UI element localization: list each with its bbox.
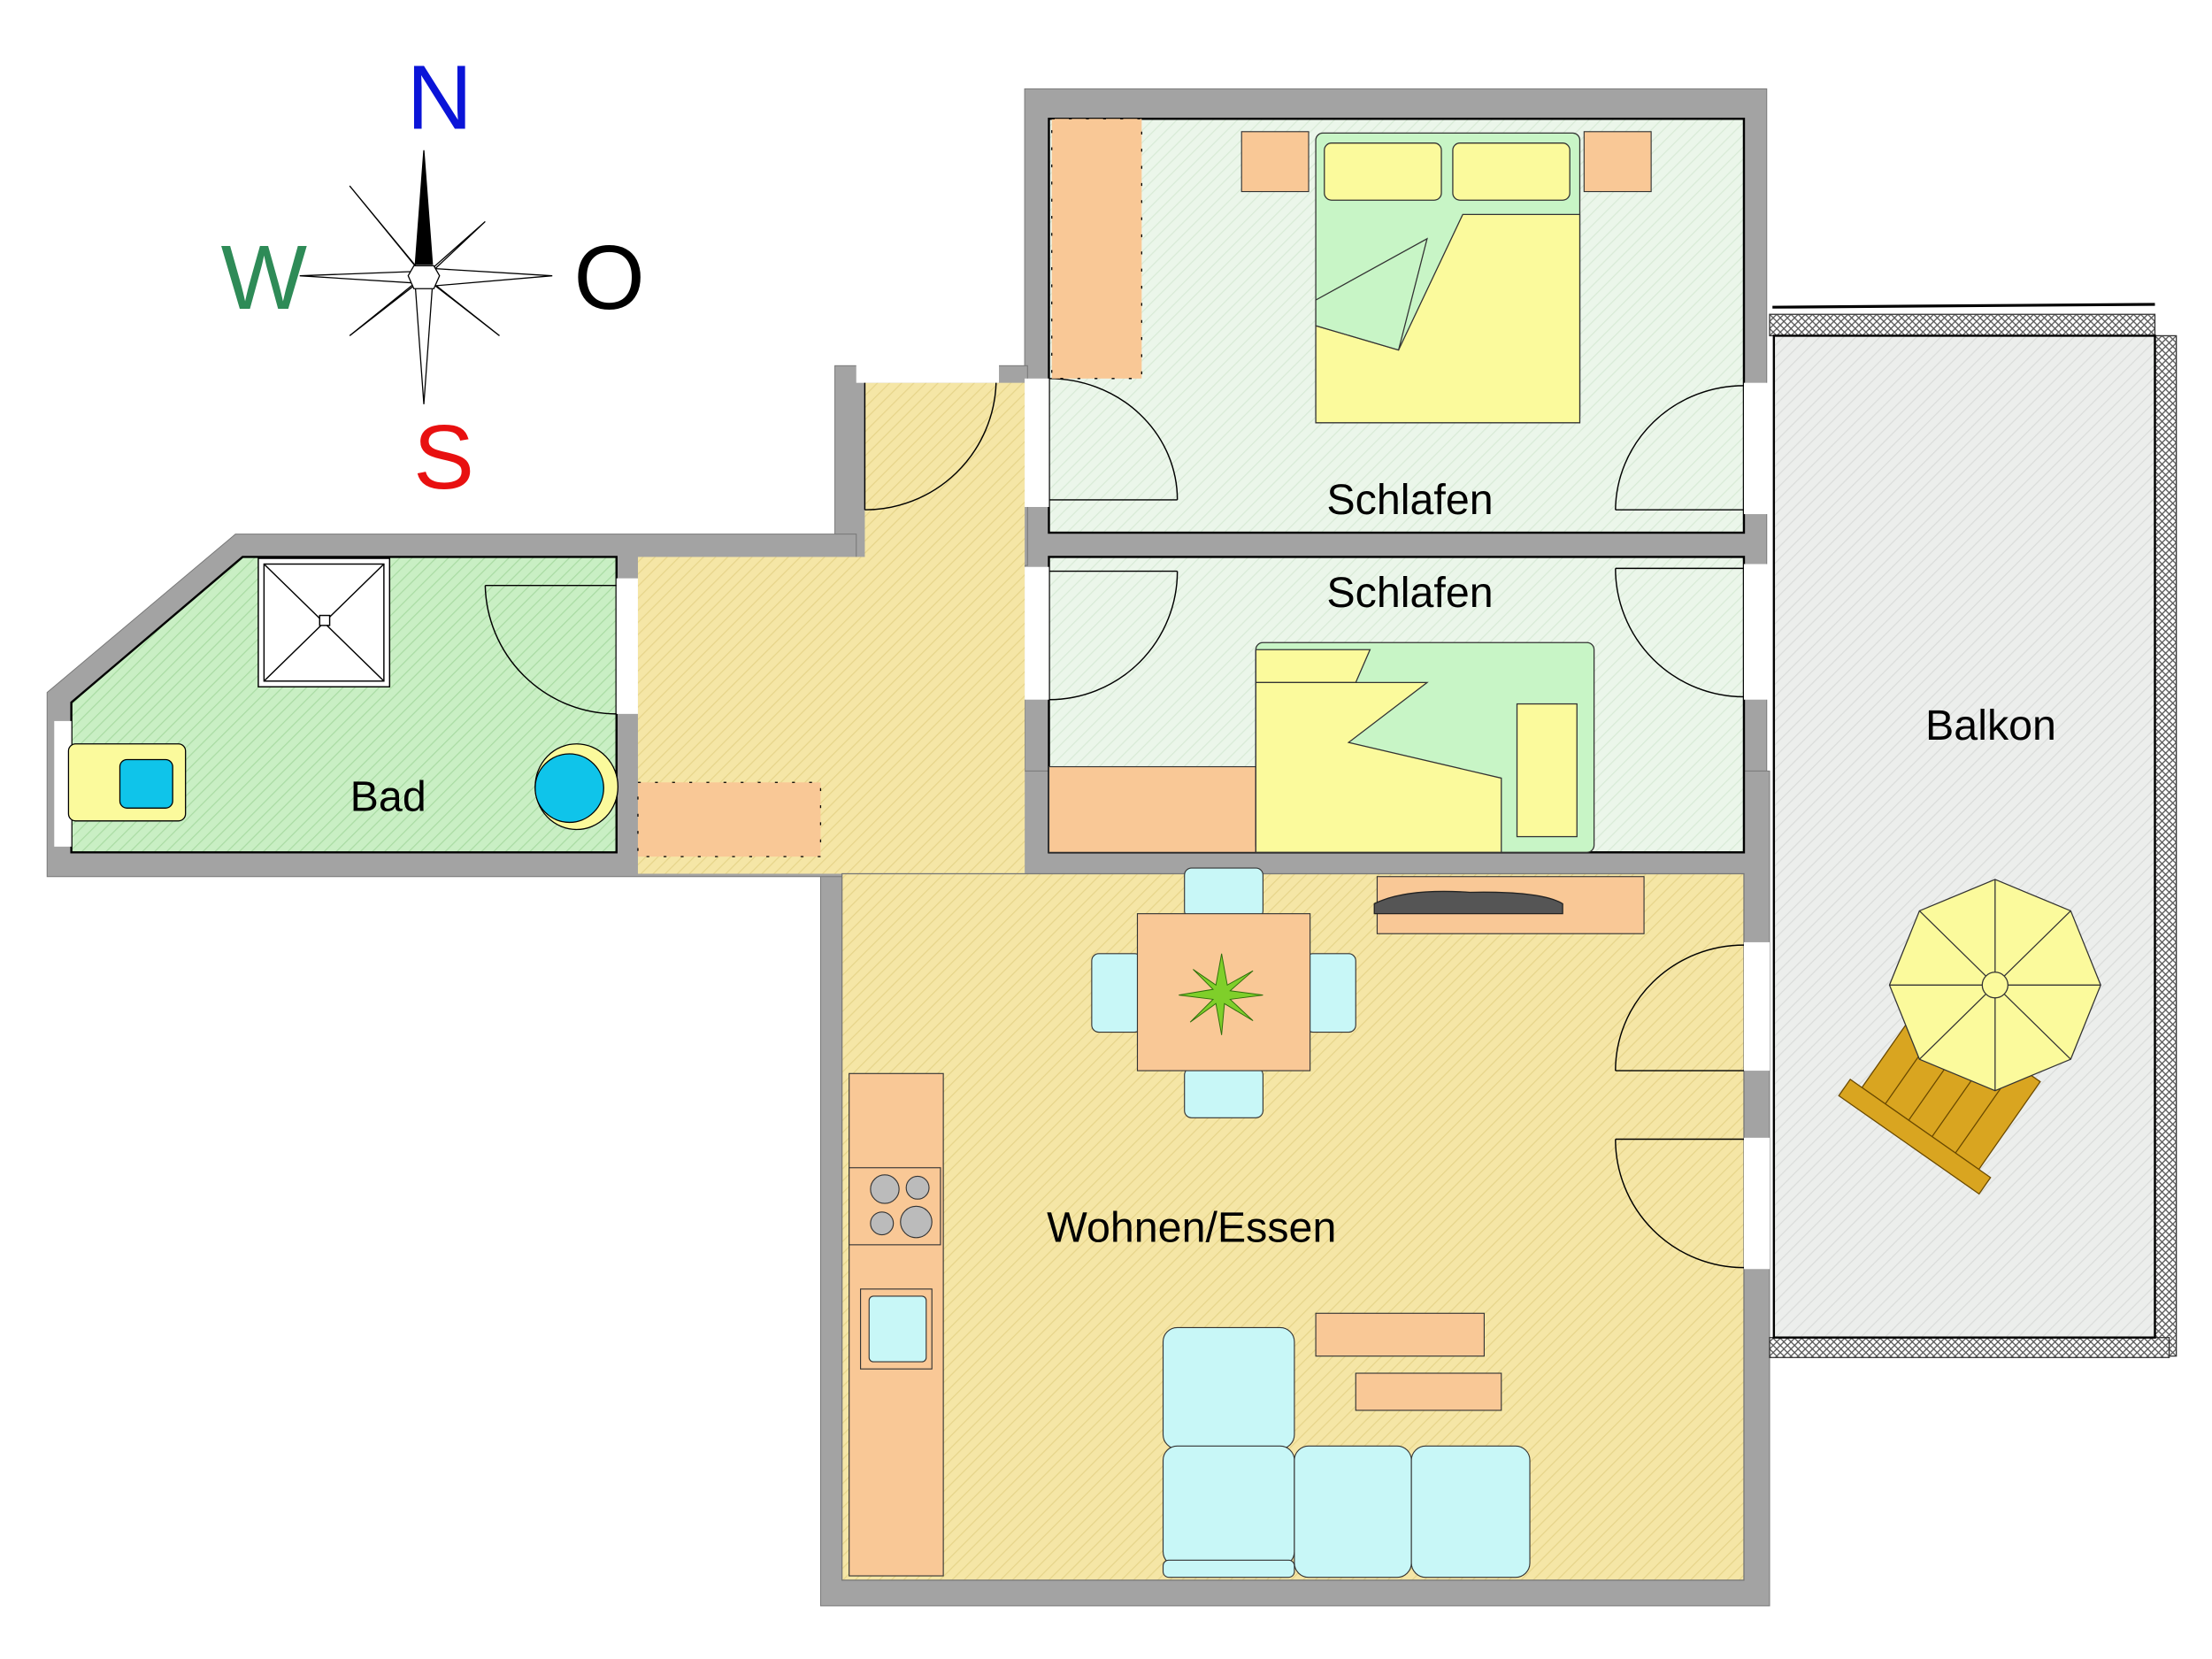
tv-icon	[1373, 890, 1563, 915]
room-label-bedroom-1: Schlafen	[1326, 476, 1493, 524]
room-balcony	[1769, 303, 2177, 1358]
washbasin	[534, 743, 619, 831]
door-entrance	[864, 382, 997, 511]
compass-rose: N W O S	[221, 47, 645, 508]
room-label-living: Wohnen/Essen	[1047, 1204, 1336, 1252]
room-label-bath: Bad	[350, 773, 426, 821]
double-bed	[1315, 132, 1581, 424]
door-bedroom-1-balcony	[1615, 385, 1744, 511]
compass-star-icon	[299, 150, 553, 404]
sun-lounger	[1838, 999, 2041, 1195]
desk	[1048, 765, 1256, 853]
dining-set	[1091, 867, 1356, 1118]
tv-stand	[1373, 876, 1645, 934]
shower	[257, 557, 391, 687]
door-swings	[484, 378, 1744, 1269]
door-openings	[54, 357, 1770, 1270]
kitchen-counter	[849, 1072, 944, 1577]
sofa	[1162, 1326, 1531, 1578]
room-label-bedroom-2: Schlafen	[1326, 569, 1493, 617]
door-living-balcony-1	[1615, 944, 1744, 1071]
storage-cabinet	[637, 781, 822, 857]
door-bedroom-1	[1048, 378, 1179, 501]
plant-icon	[1179, 953, 1263, 1035]
wardrobe	[1051, 118, 1142, 380]
compass-west-label: W	[221, 227, 308, 328]
door-living-balcony-2	[1615, 1138, 1744, 1269]
room-label-balcony: Balkon	[1925, 702, 2056, 749]
toilet	[67, 743, 187, 822]
compass-north-label: N	[407, 47, 473, 149]
door-bedroom-2	[1048, 570, 1179, 701]
parasol	[1888, 879, 2101, 1092]
coffee-tables	[1315, 1312, 1502, 1411]
door-bedroom-2-balcony	[1615, 567, 1744, 698]
nightstand-left	[1240, 131, 1310, 193]
nightstand-right	[1583, 131, 1652, 193]
compass-south-label: S	[413, 406, 474, 508]
compass-east-label: O	[574, 227, 645, 328]
door-bath	[484, 584, 617, 715]
single-bed	[1255, 641, 1595, 853]
